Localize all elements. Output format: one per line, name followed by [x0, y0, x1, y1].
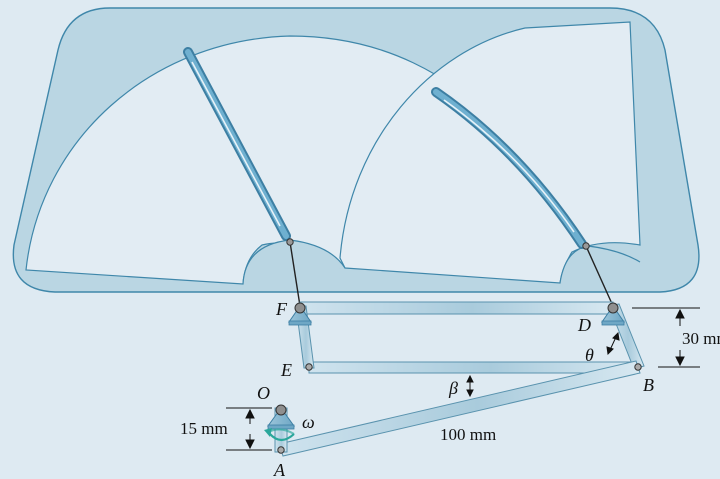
label-E: E	[280, 360, 292, 380]
left-wiper-blade	[183, 47, 291, 241]
dimension-100mm-label: 100 mm	[440, 425, 496, 444]
beta-indicator	[466, 374, 474, 398]
support-O	[267, 407, 295, 430]
pin-F	[294, 302, 306, 314]
label-O: O	[257, 383, 270, 403]
support-D	[601, 305, 625, 326]
beta-label: β	[448, 378, 458, 398]
omega-rotation-arrow	[264, 428, 295, 442]
pin-O	[275, 404, 287, 416]
dimension-15mm-label: 15 mm	[180, 419, 228, 438]
label-F: F	[275, 299, 288, 319]
label-D: D	[577, 315, 591, 335]
pin-D	[607, 302, 619, 314]
dimension-30mm	[632, 307, 700, 368]
left-wiper-arm	[289, 241, 301, 307]
dimension-30mm-label: 30 mm	[682, 329, 720, 348]
support-F	[288, 305, 312, 326]
pin-E	[305, 363, 313, 371]
link-FD	[299, 301, 614, 315]
theta-indicator	[606, 331, 620, 356]
dimension-15mm	[226, 407, 272, 451]
theta-label: θ	[585, 345, 594, 365]
label-A: A	[273, 460, 286, 479]
right-blade-pin	[582, 242, 590, 250]
pin-A	[277, 446, 285, 454]
pin-B	[634, 363, 642, 371]
right-wiper-blade	[431, 87, 587, 249]
label-omega: ω	[302, 412, 315, 432]
left-blade-pin	[286, 238, 294, 246]
label-B: B	[643, 375, 654, 395]
right-wiper-arm	[585, 245, 614, 307]
